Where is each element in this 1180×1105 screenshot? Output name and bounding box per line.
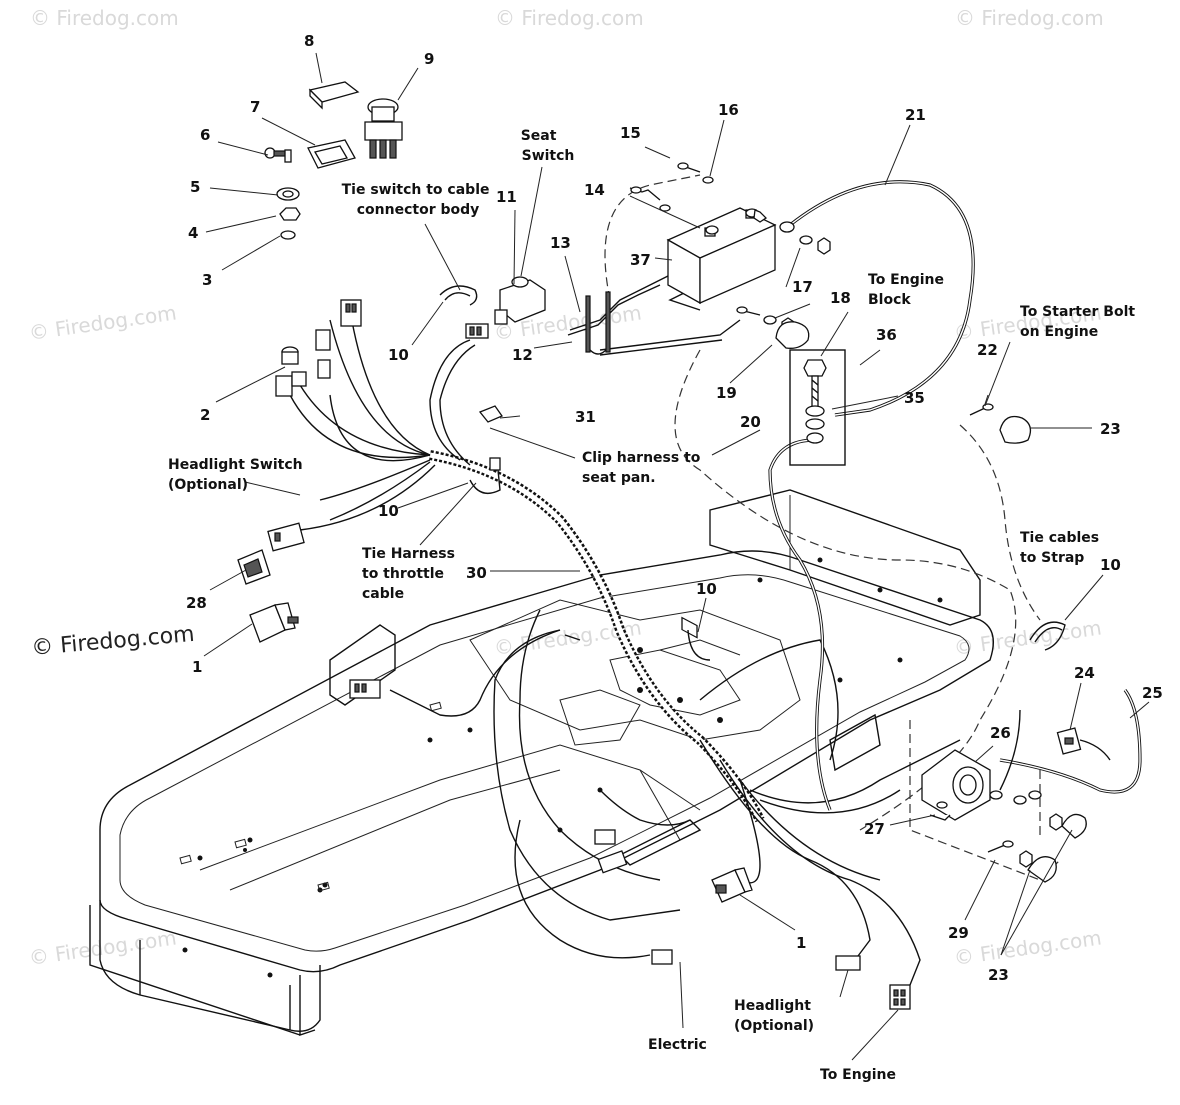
callout-11: 11: [496, 188, 517, 206]
watermark-main: © Firedog.com: [30, 622, 195, 661]
callout-29: 29: [948, 924, 969, 942]
callout-17: 17: [792, 278, 813, 296]
fuse-holder: [1056, 727, 1082, 755]
note-tie-cables: Tie cables to Strap: [1020, 530, 1104, 566]
lock-washer: [280, 230, 296, 240]
callout-24: 24: [1074, 664, 1095, 682]
callout-19: 19: [716, 384, 737, 402]
leader-lines: [203, 52, 1150, 1061]
callout-10-right: 10: [1100, 556, 1121, 574]
tie-strap: [439, 285, 478, 306]
seat-switch: [494, 276, 546, 325]
connector-plug: [340, 299, 362, 327]
pto-switch: [364, 98, 403, 159]
starter-boot: [999, 415, 1032, 444]
watermark: © Firedog.com: [27, 925, 178, 969]
callout-27: 27: [864, 820, 885, 838]
note-headlight: Headlight (Optional): [734, 998, 816, 1034]
note-headlight-switch: Headlight Switch (Optional): [168, 457, 307, 493]
headlight-plug: [835, 955, 861, 971]
callout-2: 2: [200, 406, 210, 424]
note-electric: Electric: [648, 1037, 707, 1053]
parts: [237, 81, 1087, 1010]
callout-14: 14: [584, 181, 605, 199]
annotation-notes: Tie switch to cable connector body Seat …: [168, 128, 1140, 1083]
watermark: © Firedog.com: [30, 6, 179, 30]
starter-solenoid: [921, 749, 1003, 821]
callout-36: 36: [876, 326, 897, 344]
callout-10-mid: 10: [378, 502, 399, 520]
routing-lines: [604, 174, 1061, 881]
callout-23-bottom: 23: [988, 966, 1009, 984]
interlock-switch: [249, 602, 299, 643]
frame: [89, 489, 994, 1036]
ignition-switch: [275, 329, 331, 397]
callout-12: 12: [512, 346, 533, 364]
note-tie-switch: Tie switch to cable connector body: [342, 182, 495, 218]
callout-8: 8: [304, 32, 314, 50]
note-seat-switch: Seat Switch: [521, 128, 575, 164]
hex-nut: [279, 207, 301, 221]
callout-9: 9: [424, 50, 434, 68]
battery-hold-down: [567, 269, 741, 356]
battery-cables: [768, 180, 1142, 811]
callout-16: 16: [718, 101, 739, 119]
terminal-hardware: [629, 162, 768, 223]
callout-26: 26: [990, 724, 1011, 742]
interlock-switch-lower: [711, 867, 753, 903]
watermark: © Firedog.com: [952, 615, 1103, 659]
callout-30: 30: [466, 564, 487, 582]
callout-1-right: 1: [796, 934, 806, 952]
ignition-key: [264, 147, 292, 163]
callout-37: 37: [630, 251, 651, 269]
harness-clip: [478, 405, 503, 423]
callout-23-top: 23: [1100, 420, 1121, 438]
callout-5: 5: [190, 178, 200, 196]
battery: [666, 207, 777, 639]
callout-28: 28: [186, 594, 207, 612]
watermark: © Firedog.com: [495, 6, 644, 30]
engine-ground-detail: [789, 349, 846, 466]
callout-21: 21: [905, 106, 926, 124]
callout-10-top: 10: [388, 346, 409, 364]
headlight-toggle: [237, 549, 271, 585]
electric-connector: [651, 949, 673, 965]
note-to-starter-bolt: To Starter Bolt on Engine: [1020, 304, 1140, 340]
terminal-boot: [775, 321, 810, 349]
callout-6: 6: [200, 126, 210, 144]
watermark: © Firedog.com: [952, 925, 1103, 969]
callout-18: 18: [830, 289, 851, 307]
watermark: © Firedog.com: [27, 300, 178, 344]
callout-25: 25: [1142, 684, 1163, 702]
cable-strap: [1029, 621, 1066, 651]
engine-plug: [889, 984, 911, 1010]
callout-4: 4: [188, 224, 198, 242]
note-tie-harness: Tie Harness to throttle cable: [362, 546, 460, 602]
watermark: © Firedog.com: [955, 6, 1104, 30]
callout-7: 7: [250, 98, 260, 116]
callout-13: 13: [550, 234, 571, 252]
callout-numbers: 8 9 7 6 5 4 3 2 10 11 13 12 15 16 14 21 …: [186, 32, 1163, 984]
cable-terminal: [779, 221, 795, 233]
callout-10-center: 10: [696, 580, 717, 598]
callout-20: 20: [740, 413, 761, 431]
note-to-engine: To Engine: [820, 1067, 896, 1083]
callout-22: 22: [977, 341, 998, 359]
callout-31: 31: [575, 408, 596, 426]
note-to-engine-block: To Engine Block: [868, 272, 949, 308]
callout-15: 15: [620, 124, 641, 142]
wires: [289, 309, 961, 986]
note-clip-harness: Clip harness to seat pan.: [582, 450, 705, 486]
callout-3: 3: [202, 271, 212, 289]
callout-35: 35: [904, 389, 925, 407]
callout-1-left: 1: [192, 658, 202, 676]
headlight-connector: [267, 522, 305, 552]
